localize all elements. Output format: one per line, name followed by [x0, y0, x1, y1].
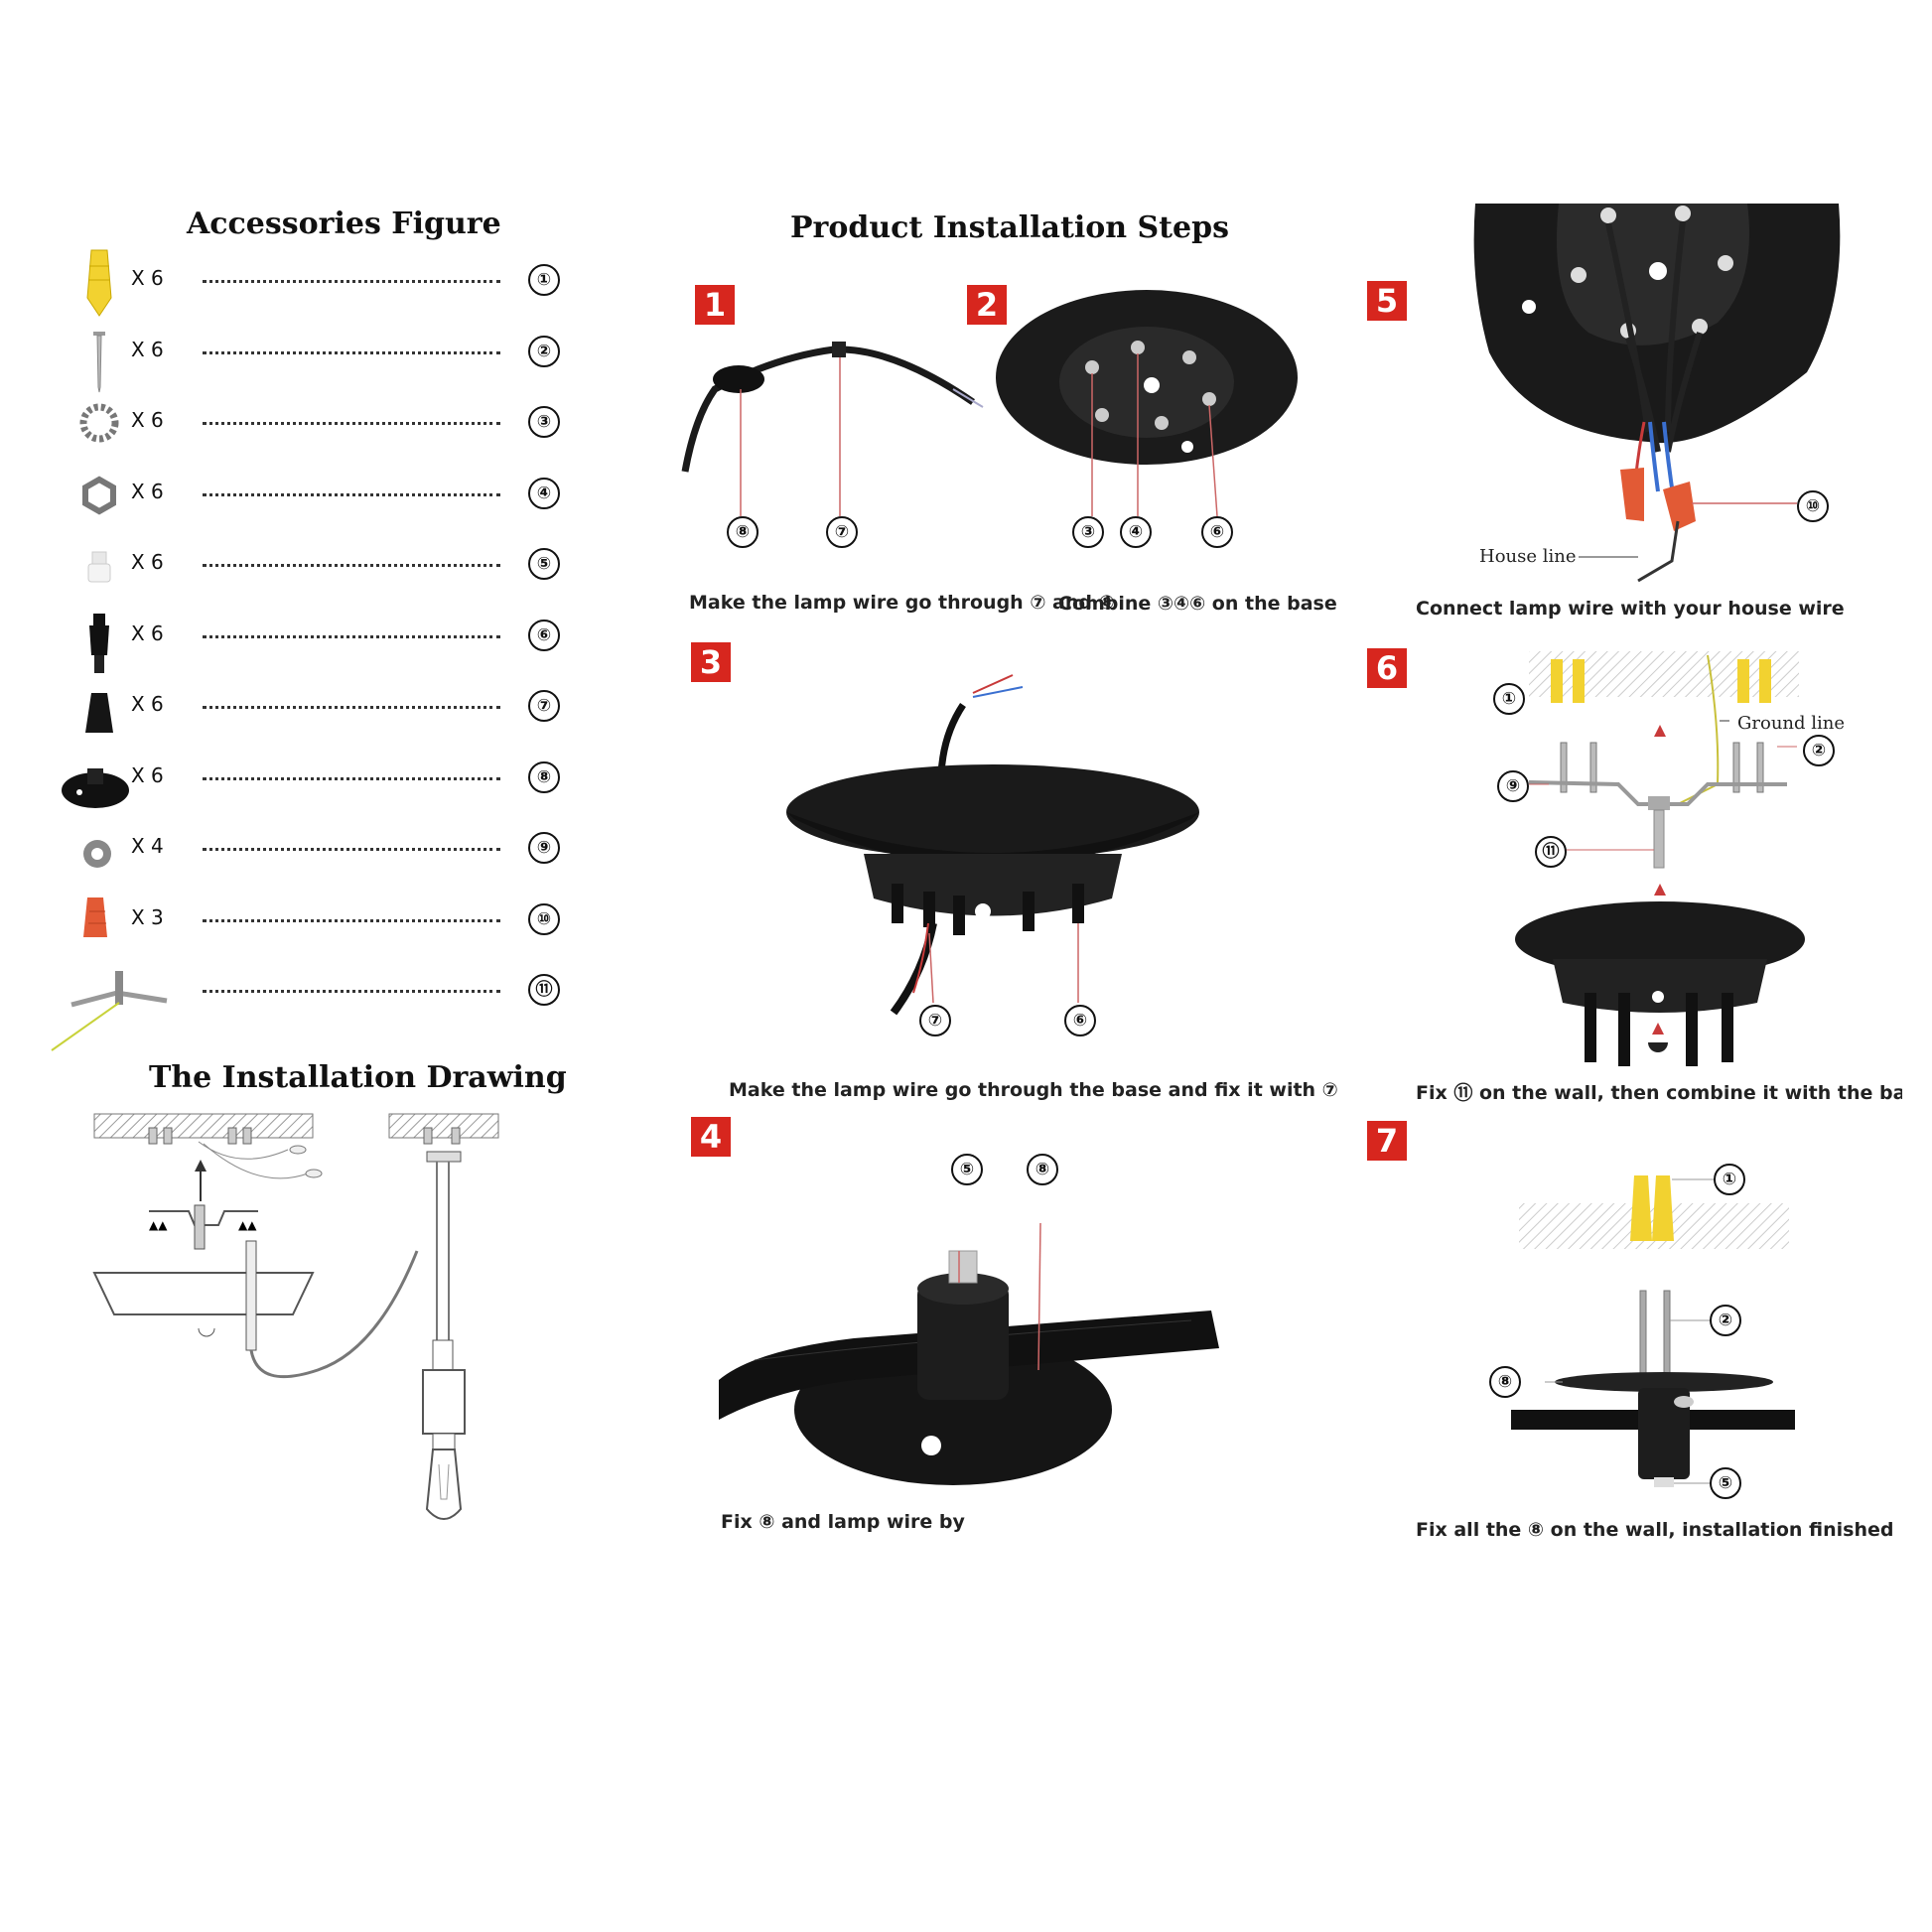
step-3-label-6: ⑥	[1064, 1005, 1096, 1036]
step-3-badge: 3	[691, 642, 731, 682]
steps-title: Product Installation Steps	[790, 210, 1229, 245]
accessory-leader-line	[203, 776, 500, 780]
step-3-label-7: ⑦	[919, 1005, 951, 1036]
accessory-number: ⑩	[528, 902, 560, 935]
svg-text:▲▲: ▲▲	[238, 1218, 257, 1232]
step-1-illustration	[681, 342, 984, 516]
crossbar-icon	[51, 971, 168, 1051]
accessory-leader-line	[203, 848, 500, 851]
step-6-badge: 6	[1367, 648, 1407, 688]
accessory-qty: X 6	[131, 408, 164, 432]
accessory-number: ②	[528, 335, 560, 367]
lock-washer-icon	[79, 403, 119, 443]
accessory-qty: X 6	[131, 550, 164, 574]
step-4-label-8: ⑧	[1027, 1154, 1058, 1185]
accessory-leader-line	[203, 350, 500, 354]
cap-nut-icon	[87, 551, 111, 583]
step-1-label-7: ⑦	[826, 516, 858, 548]
accessory-qty: X 3	[131, 904, 164, 929]
step-7-label-8: ⑧	[1489, 1366, 1521, 1398]
step-2-label-6: ⑥	[1201, 516, 1233, 548]
wall-plug-icon	[86, 249, 112, 317]
step-5-house-line: House line	[1479, 546, 1577, 567]
step-4-label-5: ⑤	[951, 1154, 983, 1185]
accessory-leader-line	[203, 918, 500, 922]
accessory-number: ①	[528, 264, 560, 296]
washer-icon	[83, 840, 111, 868]
accessory-leader-line	[203, 706, 500, 709]
step-4-caption: Fix ⑧ and lamp wire by	[721, 1511, 965, 1533]
step-1-caption: Make the lamp wire go through ⑦ and ⑧	[689, 592, 1115, 614]
accessory-qty: X 6	[131, 337, 164, 361]
step-6-label-9: ⑨	[1497, 770, 1529, 802]
accessory-leader-line	[203, 990, 500, 993]
step-7-caption: Fix all the ⑧ on the wall, installation …	[1416, 1519, 1894, 1541]
step-5-caption: Connect lamp wire with your house wire	[1416, 598, 1845, 620]
step-6-label-1: ①	[1493, 683, 1525, 715]
step-4-badge: 4	[691, 1117, 731, 1157]
step-3-illustration	[786, 674, 1199, 1016]
accessory-number: ⑧	[528, 760, 560, 793]
step-2-caption: Combine ③④⑥ on the base	[1058, 593, 1337, 615]
installation-drawing: ▲▲ ▲▲	[92, 1113, 499, 1520]
accessory-qty: X 4	[131, 834, 164, 858]
accessory-qty: X 6	[131, 479, 164, 503]
accessory-qty: X 6	[131, 621, 164, 645]
step-6-caption: Fix ⑪ on the wall, then combine it with …	[1416, 1082, 1902, 1104]
accessory-qty: X 6	[131, 692, 164, 716]
accessory-icons	[51, 249, 168, 1051]
accessory-number: ④	[528, 477, 560, 509]
step-1-label-8: ⑧	[727, 516, 759, 548]
step-4-illustration	[719, 1222, 1219, 1485]
hex-nut-icon	[82, 476, 116, 515]
step-6-illustration	[1515, 651, 1805, 1066]
svg-text:▲▲: ▲▲	[149, 1218, 168, 1232]
accessory-number: ③	[528, 406, 560, 438]
accessory-leader-line	[203, 280, 500, 283]
installation-drawing-title: The Installation Drawing	[149, 1060, 567, 1095]
accessory-leader-line	[203, 564, 500, 567]
accessories-title: Accessories Figure	[187, 207, 501, 241]
accessory-number: ⑥	[528, 619, 560, 651]
accessory-number: ⑤	[528, 548, 560, 580]
step-6-label-2: ②	[1803, 735, 1835, 766]
accessory-number: ⑦	[528, 690, 560, 722]
step-1-badge: 1	[695, 285, 735, 325]
step-2-badge: 2	[967, 285, 1007, 325]
step-5-illustration	[1473, 204, 1841, 583]
step-3-caption: Make the lamp wire go through the base a…	[729, 1079, 1338, 1101]
screw-icon	[93, 332, 105, 393]
step-2-label-3: ③	[1072, 516, 1104, 548]
accessory-qty: X 6	[131, 762, 164, 787]
step-6-ground-line: Ground line	[1737, 713, 1846, 734]
accessory-leader-line	[203, 634, 500, 638]
step-5-badge: 5	[1367, 281, 1407, 321]
mounting-plate-icon	[62, 768, 129, 808]
step-2-illustration	[996, 290, 1298, 517]
step-7-label-1: ①	[1714, 1164, 1745, 1195]
step-7-illustration	[1511, 1175, 1795, 1487]
strain-relief-icon	[85, 693, 113, 733]
step-7-label-2: ②	[1710, 1305, 1741, 1336]
wire-nut-icon	[83, 897, 107, 937]
threaded-nipple-icon	[89, 614, 109, 673]
step-5-label-10: ⑩	[1797, 490, 1829, 522]
accessory-leader-line	[203, 492, 500, 496]
step-7-badge: 7	[1367, 1121, 1407, 1161]
accessory-qty: X 6	[131, 266, 164, 290]
step-7-label-5: ⑤	[1710, 1467, 1741, 1499]
accessory-number: ⑨	[528, 832, 560, 864]
step-6-label-11: ⑪	[1535, 836, 1567, 868]
accessory-number: ⑪	[528, 974, 560, 1006]
accessory-leader-line	[203, 422, 500, 425]
step-2-label-4: ④	[1120, 516, 1152, 548]
